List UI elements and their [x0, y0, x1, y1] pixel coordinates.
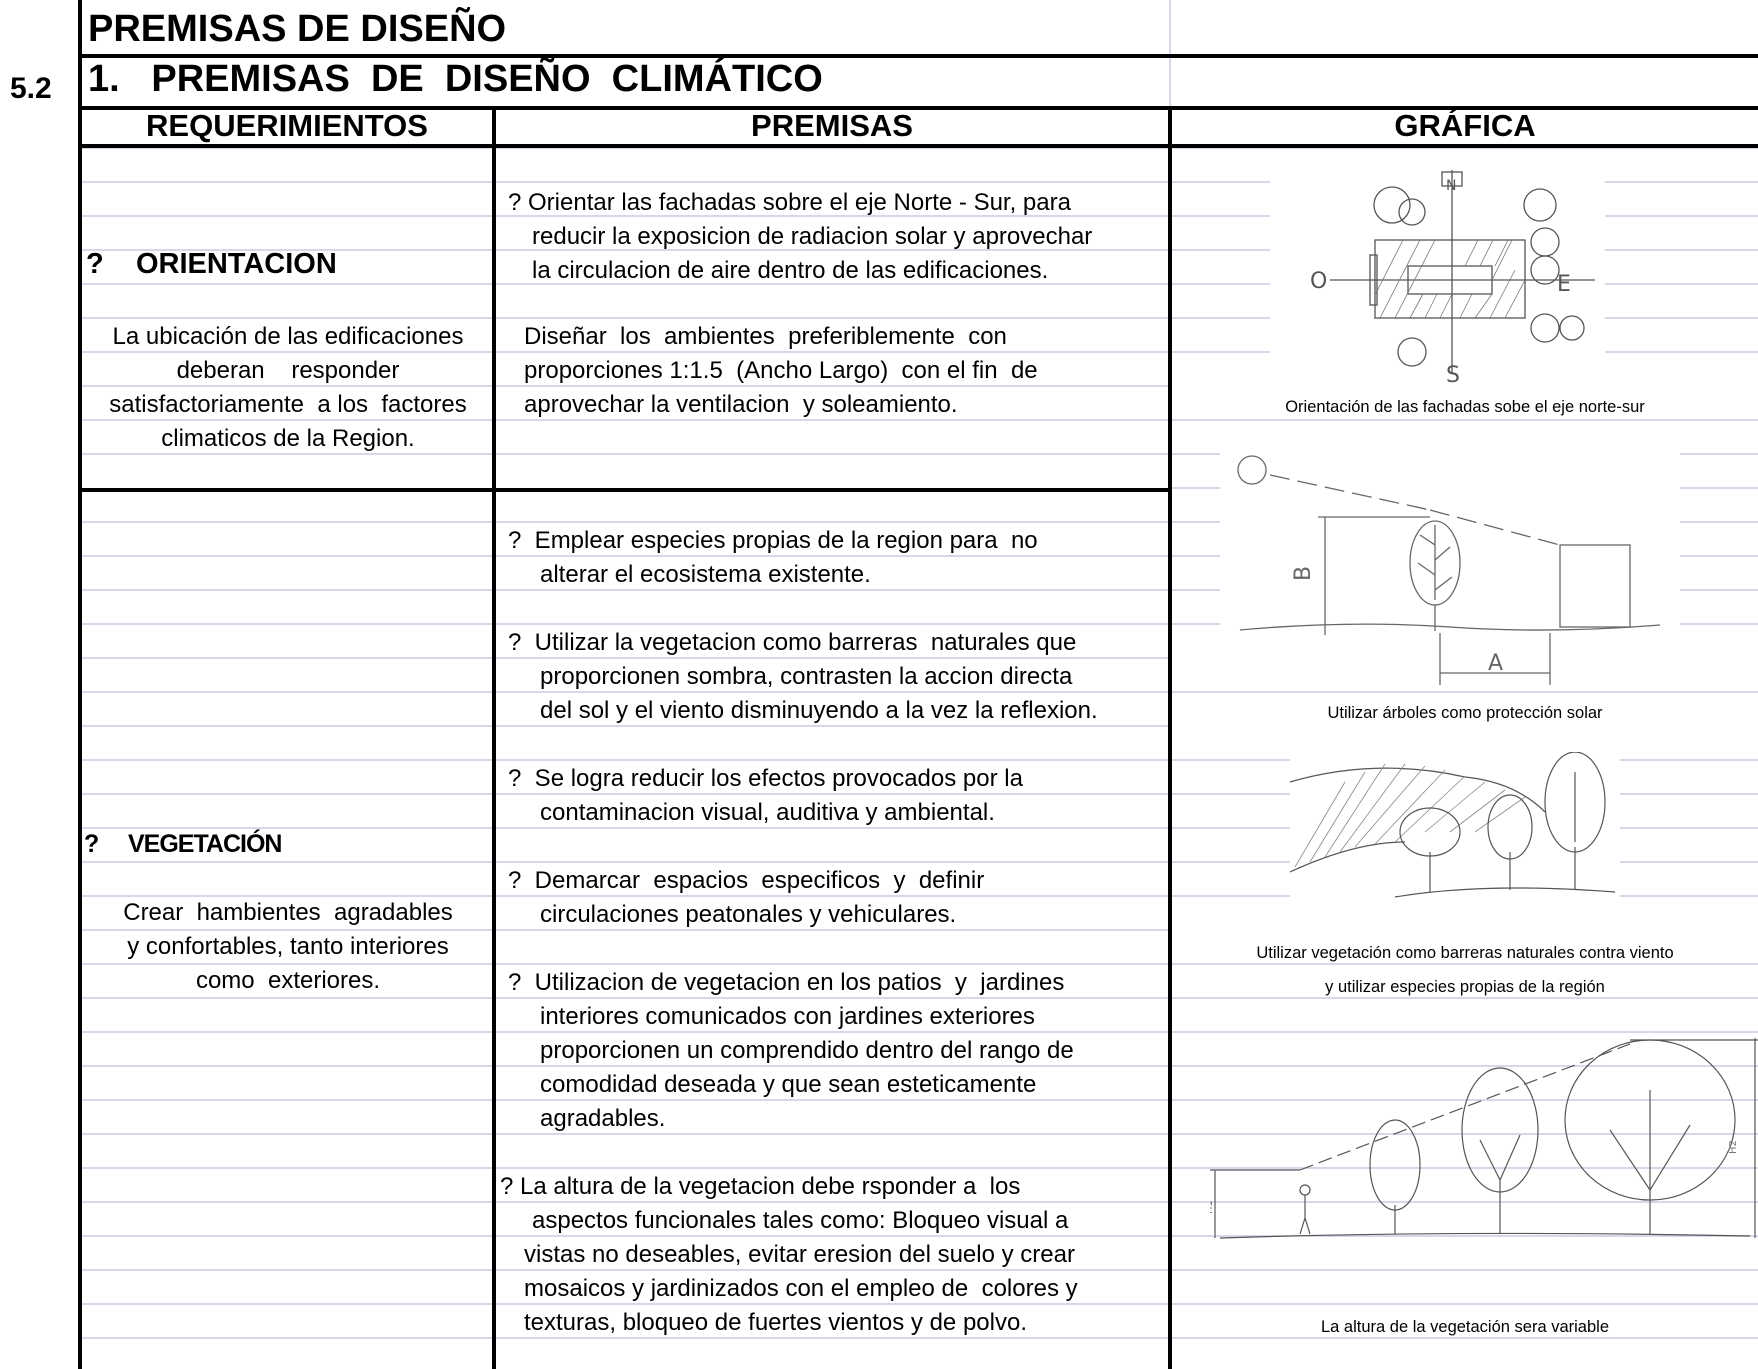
vegetacion-desc-line: como exteriores. [195, 967, 381, 994]
vegetacion-desc-line: y confortables, tanto interiores [127, 933, 449, 960]
orientacion-premisa-line: reducir la exposicion de radiacion solar… [532, 223, 1093, 250]
vegetacion-premisa-line: ? Emplear especies propias de la region … [508, 527, 1038, 554]
dimension-h1-label: H1 [1210, 1200, 1215, 1214]
vegetacion-premisa-line: proporcionen sombra, contrasten la accio… [540, 663, 1073, 690]
orientacion-desc-line: La ubicación de las edificaciones [112, 323, 464, 350]
vegetacion-premisa-line: agradables. [540, 1105, 666, 1132]
orientacion-premisa-line: Diseñar los ambientes preferiblemente co… [524, 323, 1007, 350]
vegetation-caption: y utilizar especies propias de la región [1325, 978, 1605, 996]
orientacion-premisa-line: la circulacion de aire dentro de las edi… [532, 257, 1049, 284]
page-subtitle: 1. PREMISAS DE DISEÑO CLIMÁTICO [88, 58, 823, 100]
vegetacion-premisa-line: circulaciones peatonales y vehiculares. [540, 901, 957, 928]
vegetacion-premisa-line: vistas no deseables, evitar eresion del … [524, 1241, 1075, 1268]
orientacion-premisa-line: ? Orientar las fachadas sobre el eje Nor… [508, 189, 1071, 216]
section-number: 5.2 [10, 72, 52, 105]
vegetacion-premisa-line: contaminacion visual, auditiva y ambient… [540, 799, 995, 826]
vegetacion-desc-line: Crear hambientes agradables [123, 899, 453, 926]
compass-east-label: E [1557, 272, 1571, 297]
orientacion-desc-line: climaticos de la Region. [161, 425, 415, 452]
vegetacion-premisa-line: del sol y el viento disminuyendo a la ve… [540, 697, 1098, 724]
vegetacion-title: ? VEGETACIÓN [84, 830, 282, 858]
vegetation-caption: Utilizar árboles como protección solar [1327, 704, 1603, 722]
vegetacion-premisa-line: ? Utilizacion de vegetacion en los patio… [508, 969, 1065, 996]
dimension-h2-label: H2 [1728, 1140, 1739, 1154]
vegetacion-premisa-line: ? Se logra reducir los efectos provocado… [508, 765, 1023, 792]
column-header-grafica: GRÁFICA [1394, 108, 1536, 143]
vegetacion-premisa-line: comodidad deseada y que sean esteticamen… [540, 1071, 1037, 1098]
vegetacion-premisa-line: texturas, bloqueo de fuertes vientos y d… [524, 1309, 1027, 1336]
vegetation-caption: Utilizar vegetación como barreras natura… [1256, 944, 1674, 962]
orientacion-premisa-line: aprovechar la ventilacion y soleamiento. [524, 391, 958, 418]
page-title: PREMISAS DE DISEÑO [88, 8, 507, 50]
vegetation-windbreak-figure [1289, 752, 1616, 898]
orientation-figure-caption: Orientación de las fachadas sobe el eje … [1285, 398, 1645, 416]
vegetacion-premisa-line: mosaicos y jardinizados con el empleo de… [524, 1275, 1078, 1302]
vegetacion-premisa-line: ? La altura de la vegetacion debe rspond… [500, 1173, 1021, 1200]
orientation-site-plan-figure: O E S N [1310, 170, 1595, 385]
vegetacion-premisa-line: alterar el ecosistema existente. [540, 561, 871, 588]
compass-north-label: N [1446, 178, 1456, 194]
vegetacion-premisa-line: interiores comunicados con jardines exte… [540, 1003, 1035, 1030]
dimension-b-label: B [1291, 566, 1316, 581]
compass-west-label: O [1310, 269, 1327, 294]
vegetation-height-figure: H1 H2 [1210, 1038, 1758, 1239]
orientacion-premisa-line: proporciones 1:1.5 (Ancho Largo) con el … [524, 357, 1038, 384]
orientacion-desc-line: satisfactoriamente a los factores [109, 391, 467, 418]
orientacion-title: ? ORIENTACION [86, 248, 337, 280]
tree-solar-protection-figure: A B [1237, 455, 1661, 685]
vegetacion-premisa-line: proporcionen un comprendido dentro del r… [540, 1037, 1074, 1064]
compass-south-label: S [1446, 363, 1460, 385]
column-header-premisas: PREMISAS [751, 108, 913, 143]
vegetation-caption: La altura de la vegetación sera variable [1320, 1318, 1610, 1336]
vegetacion-premisa-line: ? Utilizar la vegetacion como barreras n… [508, 629, 1077, 656]
orientacion-desc-line: deberan responder [176, 357, 400, 384]
dimension-a-label: A [1488, 651, 1503, 676]
column-header-requerimientos: REQUERIMIENTOS [146, 108, 428, 143]
vegetacion-premisa-line: aspectos funcionales tales como: Bloqueo… [532, 1207, 1069, 1234]
vegetacion-premisa-line: ? Demarcar espacios especificos y defini… [508, 867, 985, 894]
